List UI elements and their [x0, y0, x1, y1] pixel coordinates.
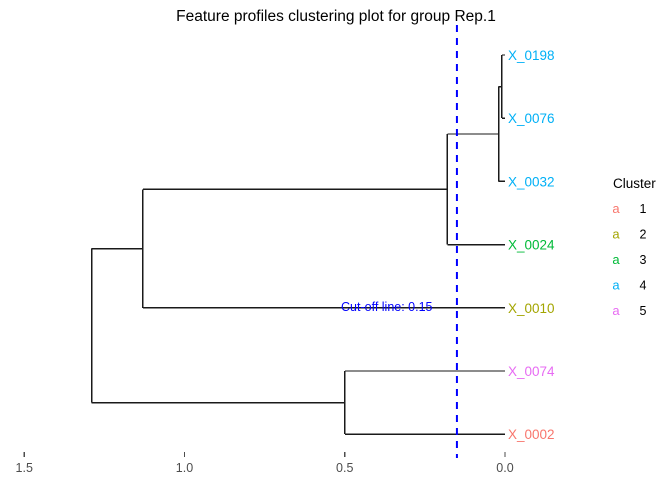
- x-axis-tick-label: 0.0: [496, 461, 513, 475]
- leaf-label-X_0010: X_0010: [508, 301, 555, 316]
- cutoff-line-group: Cut-off line: 0.15: [341, 25, 458, 458]
- leaf-label-X_0024: X_0024: [508, 238, 555, 253]
- x-axis-tick-label: 1.0: [176, 461, 193, 475]
- legend-key-label: 2: [640, 228, 647, 242]
- x-axis-tick-label: 0.5: [336, 461, 353, 475]
- leaf-label-X_0032: X_0032: [508, 174, 555, 189]
- leaf-label-X_0002: X_0002: [508, 427, 555, 442]
- legend-key-label: 1: [640, 202, 647, 216]
- legend-key-label: 3: [640, 253, 647, 267]
- legend-key-glyph-icon: a: [612, 227, 620, 242]
- leaf-label-X_0076: X_0076: [508, 111, 555, 126]
- legend-key-label: 5: [640, 304, 647, 318]
- dendrogram-branches: [90, 54, 505, 435]
- leaf-labels: X_0198X_0076X_0032X_0024X_0010X_0074X_00…: [508, 48, 555, 442]
- leaf-label-X_0074: X_0074: [508, 364, 555, 379]
- legend-key-glyph-icon: a: [612, 278, 620, 293]
- legend-key-label: 4: [640, 279, 647, 293]
- legend-title: Cluster: [613, 176, 656, 191]
- x-axis-tick-label: 1.5: [16, 461, 33, 475]
- page-title: Feature profiles clustering plot for gro…: [176, 8, 496, 25]
- legend-key-glyph-icon: a: [612, 303, 620, 318]
- legend-key-glyph-icon: a: [612, 201, 620, 216]
- leaf-label-X_0198: X_0198: [508, 48, 555, 63]
- cutoff-line-label: Cut-off line: 0.15: [341, 300, 433, 314]
- x-axis: 1.5 1.0 0.5 0.0: [16, 452, 514, 475]
- legend-key-glyph-icon: a: [612, 252, 620, 267]
